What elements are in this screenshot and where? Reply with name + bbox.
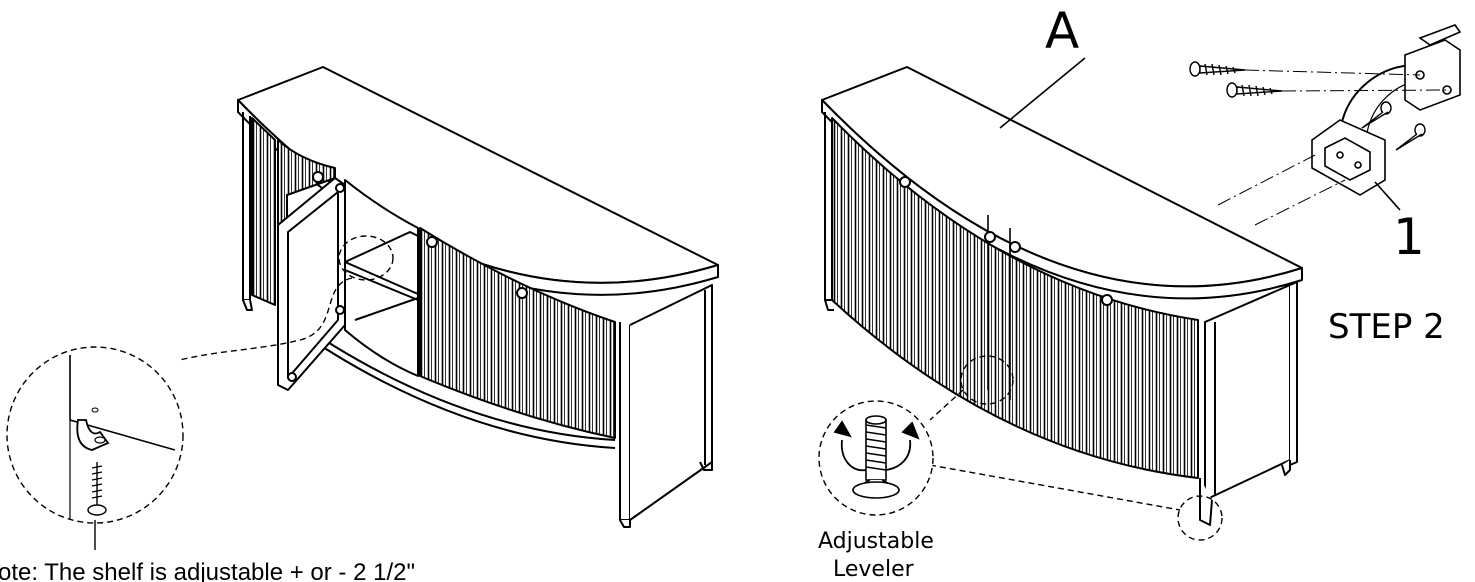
- leveler-bolt-icon: [852, 415, 900, 499]
- screw-icon: [1395, 123, 1426, 151]
- left-cabinet-open-door: [277, 177, 346, 391]
- right-cabinet-front-panel: [831, 117, 1199, 479]
- anti-tip-hardware: [1311, 24, 1462, 196]
- left-cabinet-leg-front-right: [619, 519, 631, 528]
- right-cabinet-leg-right: [1199, 478, 1213, 526]
- right-cabinet: [821, 66, 1303, 526]
- screw-icon: [1189, 61, 1246, 77]
- left-cabinet-leg-front-left: [242, 299, 253, 311]
- part-1-label: 1: [1393, 208, 1425, 266]
- screw-icon: [1361, 101, 1392, 129]
- left-cabinet-knob-2: [426, 236, 438, 248]
- right-cabinet-knob-3: [1009, 241, 1021, 253]
- screw-icon: [87, 462, 107, 516]
- left-cabinet-shelf: [344, 231, 419, 295]
- left-cabinet-knob-3: [516, 287, 528, 299]
- screw-icon: [1226, 82, 1283, 98]
- left-cabinet-front-panel-right: [419, 227, 616, 439]
- right-cabinet-leg-left: [824, 112, 832, 301]
- leveler-leader-2: [929, 464, 1181, 511]
- step-label: STEP 2: [1328, 307, 1445, 347]
- leveler-leader-1: [929, 389, 964, 421]
- shelf-support-detail: [6, 346, 184, 550]
- leveler-detail: [818, 400, 934, 516]
- right-cabinet-knob-1: [899, 176, 911, 188]
- part-a-leader: [999, 57, 1086, 129]
- right-cabinet-knob-4: [1101, 294, 1113, 306]
- leveler-label-line1: Adjustable: [818, 529, 934, 554]
- leveler-label-line2: Leveler: [833, 557, 915, 582]
- shelf-note: ote: The shelf is adjustable + or - 2 1/…: [0, 559, 415, 582]
- shelf-detail-marker: [338, 235, 394, 281]
- part-a-label: A: [1045, 2, 1079, 60]
- left-cabinet-end-panel: [251, 117, 276, 306]
- leveler-marker-rear: [1177, 495, 1223, 541]
- right-cabinet-knob-2: [984, 231, 996, 243]
- wall-screws: [1189, 61, 1426, 151]
- left-cabinet: [237, 66, 719, 528]
- left-cabinet-knob-1: [312, 171, 324, 183]
- shelf-detail-leader: [179, 277, 353, 361]
- part-1-leader: [1374, 181, 1401, 211]
- left-cabinet-right-end: [619, 322, 631, 521]
- rotate-arrows-icon: [833, 420, 920, 472]
- alignment-lines: [1217, 69, 1448, 226]
- leveler-marker-front: [960, 355, 1014, 405]
- left-cabinet-left-end: [242, 112, 251, 301]
